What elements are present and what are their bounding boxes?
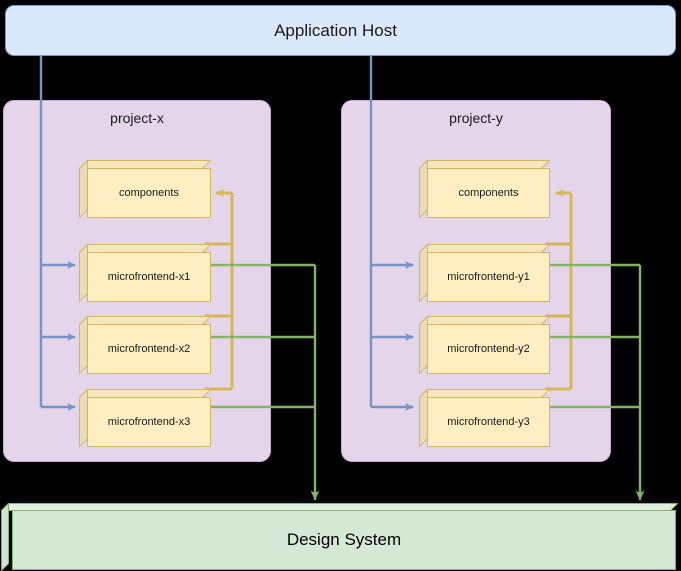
- cube-top-face: [79, 316, 211, 374]
- package-label: components: [119, 187, 179, 199]
- package-microfrontend-y3: microfrontend-y3: [419, 389, 550, 447]
- cube-front-face: [87, 397, 211, 447]
- package-label: microfrontend-y1: [447, 271, 530, 283]
- cube-top-face: [419, 160, 550, 218]
- cube-top-face: [419, 316, 550, 374]
- cube-front-face: [427, 252, 550, 302]
- application-host-label: Application Host: [274, 20, 397, 40]
- project-y-label: project-y: [449, 110, 503, 126]
- cube-top-face: [79, 389, 211, 447]
- design-system-box: Design System: [1, 503, 678, 571]
- cube-front-face: [87, 252, 211, 302]
- cube-front-face: [87, 168, 211, 218]
- cube-top-face: [419, 389, 550, 447]
- package-microfrontend-x1: microfrontend-x1: [79, 244, 211, 302]
- package-label: microfrontend-y2: [447, 343, 530, 355]
- design-system-front-face: [12, 510, 676, 570]
- package-project-x-components: components: [79, 160, 211, 218]
- package-label: microfrontend-y3: [447, 416, 530, 428]
- cube-front-face: [427, 324, 550, 374]
- package-microfrontend-x3: microfrontend-x3: [79, 389, 211, 447]
- package-microfrontend-y2: microfrontend-y2: [419, 316, 550, 374]
- application-host-box: [5, 5, 676, 56]
- package-microfrontend-y1: microfrontend-y1: [419, 244, 550, 302]
- project-x-label: project-x: [110, 110, 164, 126]
- cube-front-face: [87, 324, 211, 374]
- package-label: microfrontend-x1: [107, 271, 191, 283]
- cube-top-face: [79, 244, 211, 302]
- package-label: components: [458, 187, 519, 199]
- cube-front-face: [427, 397, 550, 447]
- cube-front-face: [427, 168, 550, 218]
- package-label: microfrontend-x2: [107, 343, 191, 355]
- package-microfrontend-x2: microfrontend-x2: [79, 316, 211, 374]
- cube-top-face: [79, 160, 211, 218]
- package-label: microfrontend-x3: [107, 416, 191, 428]
- package-project-y-components: components: [419, 160, 550, 218]
- design-system-label: Design System: [286, 530, 402, 549]
